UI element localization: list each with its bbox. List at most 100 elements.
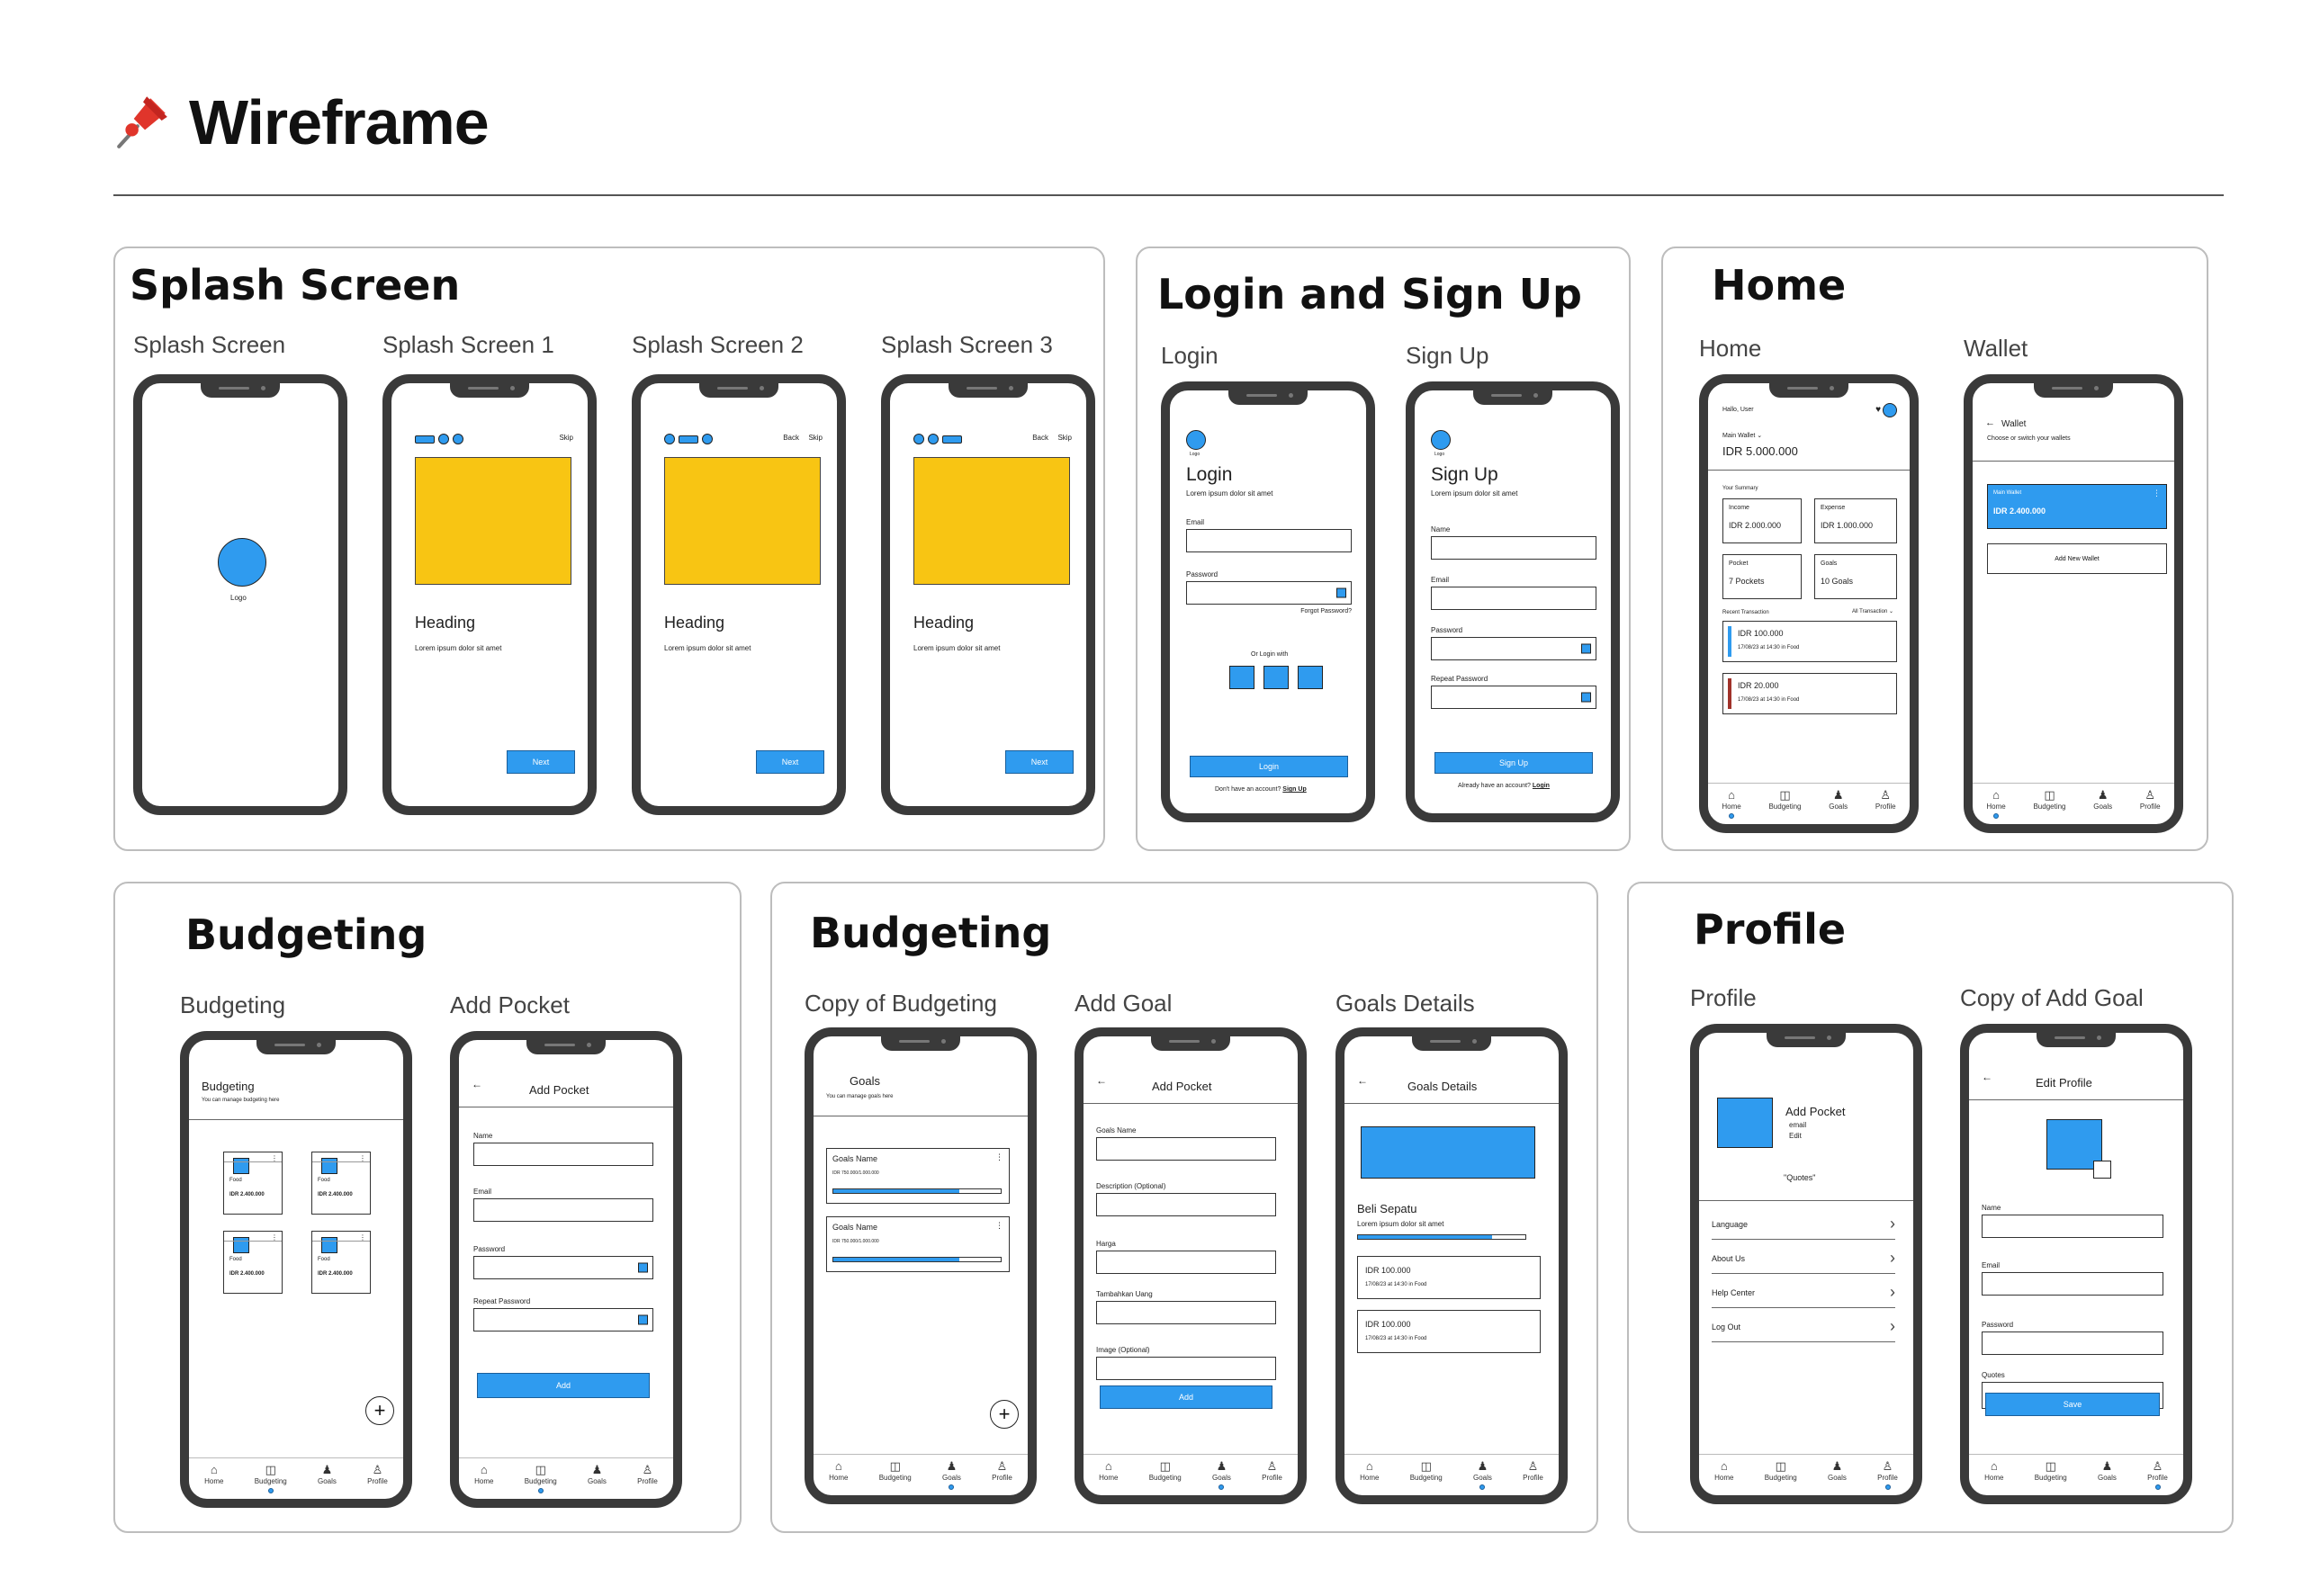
skip-link[interactable]: Skip [1057, 434, 1072, 442]
transaction-filter[interactable]: All Transaction ⌄ [1851, 609, 1893, 614]
nav-home[interactable]: ⌂Home [1986, 789, 2006, 819]
nav-goals[interactable]: ♟Goals [1212, 1460, 1231, 1490]
nav-budgeting[interactable]: ◫Budgeting [1148, 1459, 1182, 1483]
social-login-icon[interactable] [1298, 666, 1323, 689]
menu-logout[interactable]: Log Out › [1712, 1315, 1895, 1342]
next-button[interactable]: Next [756, 750, 824, 774]
nav-goals[interactable]: ♟Goals [2093, 788, 2113, 811]
back-arrow-icon[interactable]: ← [472, 1078, 482, 1090]
add-money-input[interactable] [1096, 1301, 1276, 1324]
nav-home[interactable]: ⌂Home [1722, 789, 1741, 819]
goal-name-input[interactable] [1096, 1137, 1276, 1161]
more-icon[interactable]: ⋮ [995, 1152, 1003, 1161]
nav-budgeting[interactable]: ◫Budgeting [255, 1464, 287, 1493]
next-button[interactable]: Next [1005, 750, 1074, 774]
add-wallet-button[interactable]: Add New Wallet [1987, 543, 2167, 574]
nav-goals[interactable]: ♟Goals [318, 1463, 337, 1486]
transaction-item[interactable]: IDR 20.000 17/08/23 at 14:30 in Food [1722, 673, 1897, 714]
pocket-card[interactable]: ⋮ Food IDR 2.400.000 [223, 1231, 283, 1294]
name-input[interactable] [473, 1143, 653, 1166]
signup-button[interactable]: Sign Up [1434, 752, 1593, 774]
back-arrow-icon[interactable]: ← [1982, 1071, 1992, 1083]
camera-icon[interactable] [2093, 1161, 2111, 1179]
nav-home[interactable]: ⌂Home [1360, 1459, 1380, 1483]
transaction-item[interactable]: IDR 100.000 17/08/23 at 14:30 in Food [1722, 621, 1897, 662]
add-fab-button[interactable]: + [365, 1396, 394, 1425]
back-arrow-icon[interactable]: ← [1357, 1074, 1368, 1087]
nav-profile[interactable]: ♙Profile [1523, 1459, 1543, 1483]
nav-profile[interactable]: ♙Profile [367, 1463, 388, 1486]
nav-home[interactable]: ⌂Home [474, 1463, 494, 1486]
nav-profile[interactable]: ♙Profile [2139, 788, 2161, 811]
add-button[interactable]: Add [1100, 1385, 1272, 1409]
back-arrow-icon[interactable]: ← [1096, 1074, 1107, 1087]
back-link[interactable]: Back [1032, 434, 1048, 442]
more-icon[interactable]: ⋮ [271, 1154, 278, 1162]
nav-profile[interactable]: ♙Profile [2147, 1460, 2168, 1490]
goal-card[interactable]: Goals Name ⋮ IDR 750.000/1.000.000 [826, 1216, 1010, 1272]
more-icon[interactable]: ⋮ [271, 1233, 278, 1242]
nav-profile[interactable]: ♙Profile [1877, 1460, 1898, 1490]
income-card[interactable]: Income IDR 2.000.000 [1722, 498, 1802, 543]
pocket-card[interactable]: Pocket 7 Pockets [1722, 554, 1802, 599]
name-input[interactable] [1431, 536, 1596, 560]
repeat-password-input[interactable] [1431, 686, 1596, 709]
wallet-card[interactable]: Main Wallet IDR 2.400.000 ⋮ [1987, 484, 2167, 529]
nav-profile[interactable]: ♙Profile [637, 1463, 658, 1486]
goal-card[interactable]: Goals Name ⋮ IDR 750.000/1.000.000 [826, 1148, 1010, 1204]
nav-budgeting[interactable]: ◫Budgeting [1768, 788, 1802, 811]
nav-goals[interactable]: ♟Goals [1828, 1459, 1847, 1483]
eye-toggle-icon[interactable] [1581, 692, 1591, 703]
menu-about[interactable]: About Us › [1712, 1247, 1895, 1274]
nav-goals[interactable]: ♟Goals [2098, 1459, 2117, 1483]
nav-goals[interactable]: ♟Goals [1473, 1460, 1492, 1490]
nav-budgeting[interactable]: ◫Budgeting [2033, 788, 2066, 811]
save-button[interactable]: Save [1985, 1393, 2160, 1416]
nav-profile[interactable]: ♙Profile [1262, 1459, 1282, 1483]
wallet-select[interactable]: Main Wallet ⌄ [1722, 433, 1763, 439]
more-icon[interactable]: ⋮ [359, 1233, 366, 1242]
price-input[interactable] [1096, 1251, 1276, 1274]
eye-toggle-icon[interactable] [638, 1262, 648, 1273]
signup-link[interactable]: Sign Up [1282, 786, 1307, 793]
email-input[interactable] [473, 1198, 653, 1222]
avatar[interactable] [1883, 403, 1897, 417]
bell-icon[interactable]: ♥ [1875, 405, 1881, 415]
eye-toggle-icon[interactable] [1336, 587, 1346, 598]
email-input[interactable] [1982, 1272, 2163, 1296]
eye-toggle-icon[interactable] [638, 1314, 648, 1325]
nav-goals[interactable]: ♟Goals [942, 1460, 961, 1490]
eye-toggle-icon[interactable] [1581, 643, 1591, 654]
nav-home[interactable]: ⌂Home [1984, 1459, 2004, 1483]
next-button[interactable]: Next [507, 750, 575, 774]
more-icon[interactable]: ⋮ [995, 1221, 1003, 1230]
more-icon[interactable]: ⋮ [359, 1154, 366, 1162]
repeat-password-input[interactable] [473, 1308, 653, 1331]
nav-budgeting[interactable]: ◫Budgeting [525, 1464, 557, 1493]
skip-link[interactable]: Skip [808, 434, 823, 442]
skip-link[interactable]: Skip [559, 434, 573, 442]
nav-home[interactable]: ⌂Home [1714, 1459, 1734, 1483]
nav-budgeting[interactable]: ◫Budgeting [2034, 1459, 2067, 1483]
more-icon[interactable]: ⋮ [2153, 489, 2161, 498]
description-input[interactable] [1096, 1193, 1276, 1216]
menu-help[interactable]: Help Center › [1712, 1281, 1895, 1308]
nav-home[interactable]: ⌂Home [204, 1463, 224, 1486]
back-link[interactable]: Back [783, 434, 799, 442]
pocket-card[interactable]: ⋮ Food IDR 2.400.000 [311, 1231, 371, 1294]
pocket-card[interactable]: ⋮ Food IDR 2.400.000 [311, 1152, 371, 1215]
profile-avatar[interactable] [2046, 1119, 2102, 1170]
social-login-icon[interactable] [1229, 666, 1254, 689]
expense-card[interactable]: Expense IDR 1.000.000 [1814, 498, 1897, 543]
forgot-password-link[interactable]: Forgot Password? [1300, 608, 1352, 614]
nav-profile[interactable]: ♙Profile [1875, 788, 1896, 811]
transaction-item[interactable]: IDR 100.000 17/08/23 at 14:30 in Food [1357, 1256, 1541, 1299]
profile-edit-link[interactable]: Edit [1789, 1132, 1802, 1140]
add-button[interactable]: Add [477, 1373, 650, 1398]
nav-profile[interactable]: ♙Profile [992, 1459, 1012, 1483]
login-link[interactable]: Login [1532, 783, 1550, 789]
email-input[interactable] [1186, 529, 1352, 552]
password-input[interactable] [473, 1256, 653, 1279]
image-input[interactable] [1096, 1357, 1276, 1380]
nav-home[interactable]: ⌂Home [1099, 1459, 1119, 1483]
